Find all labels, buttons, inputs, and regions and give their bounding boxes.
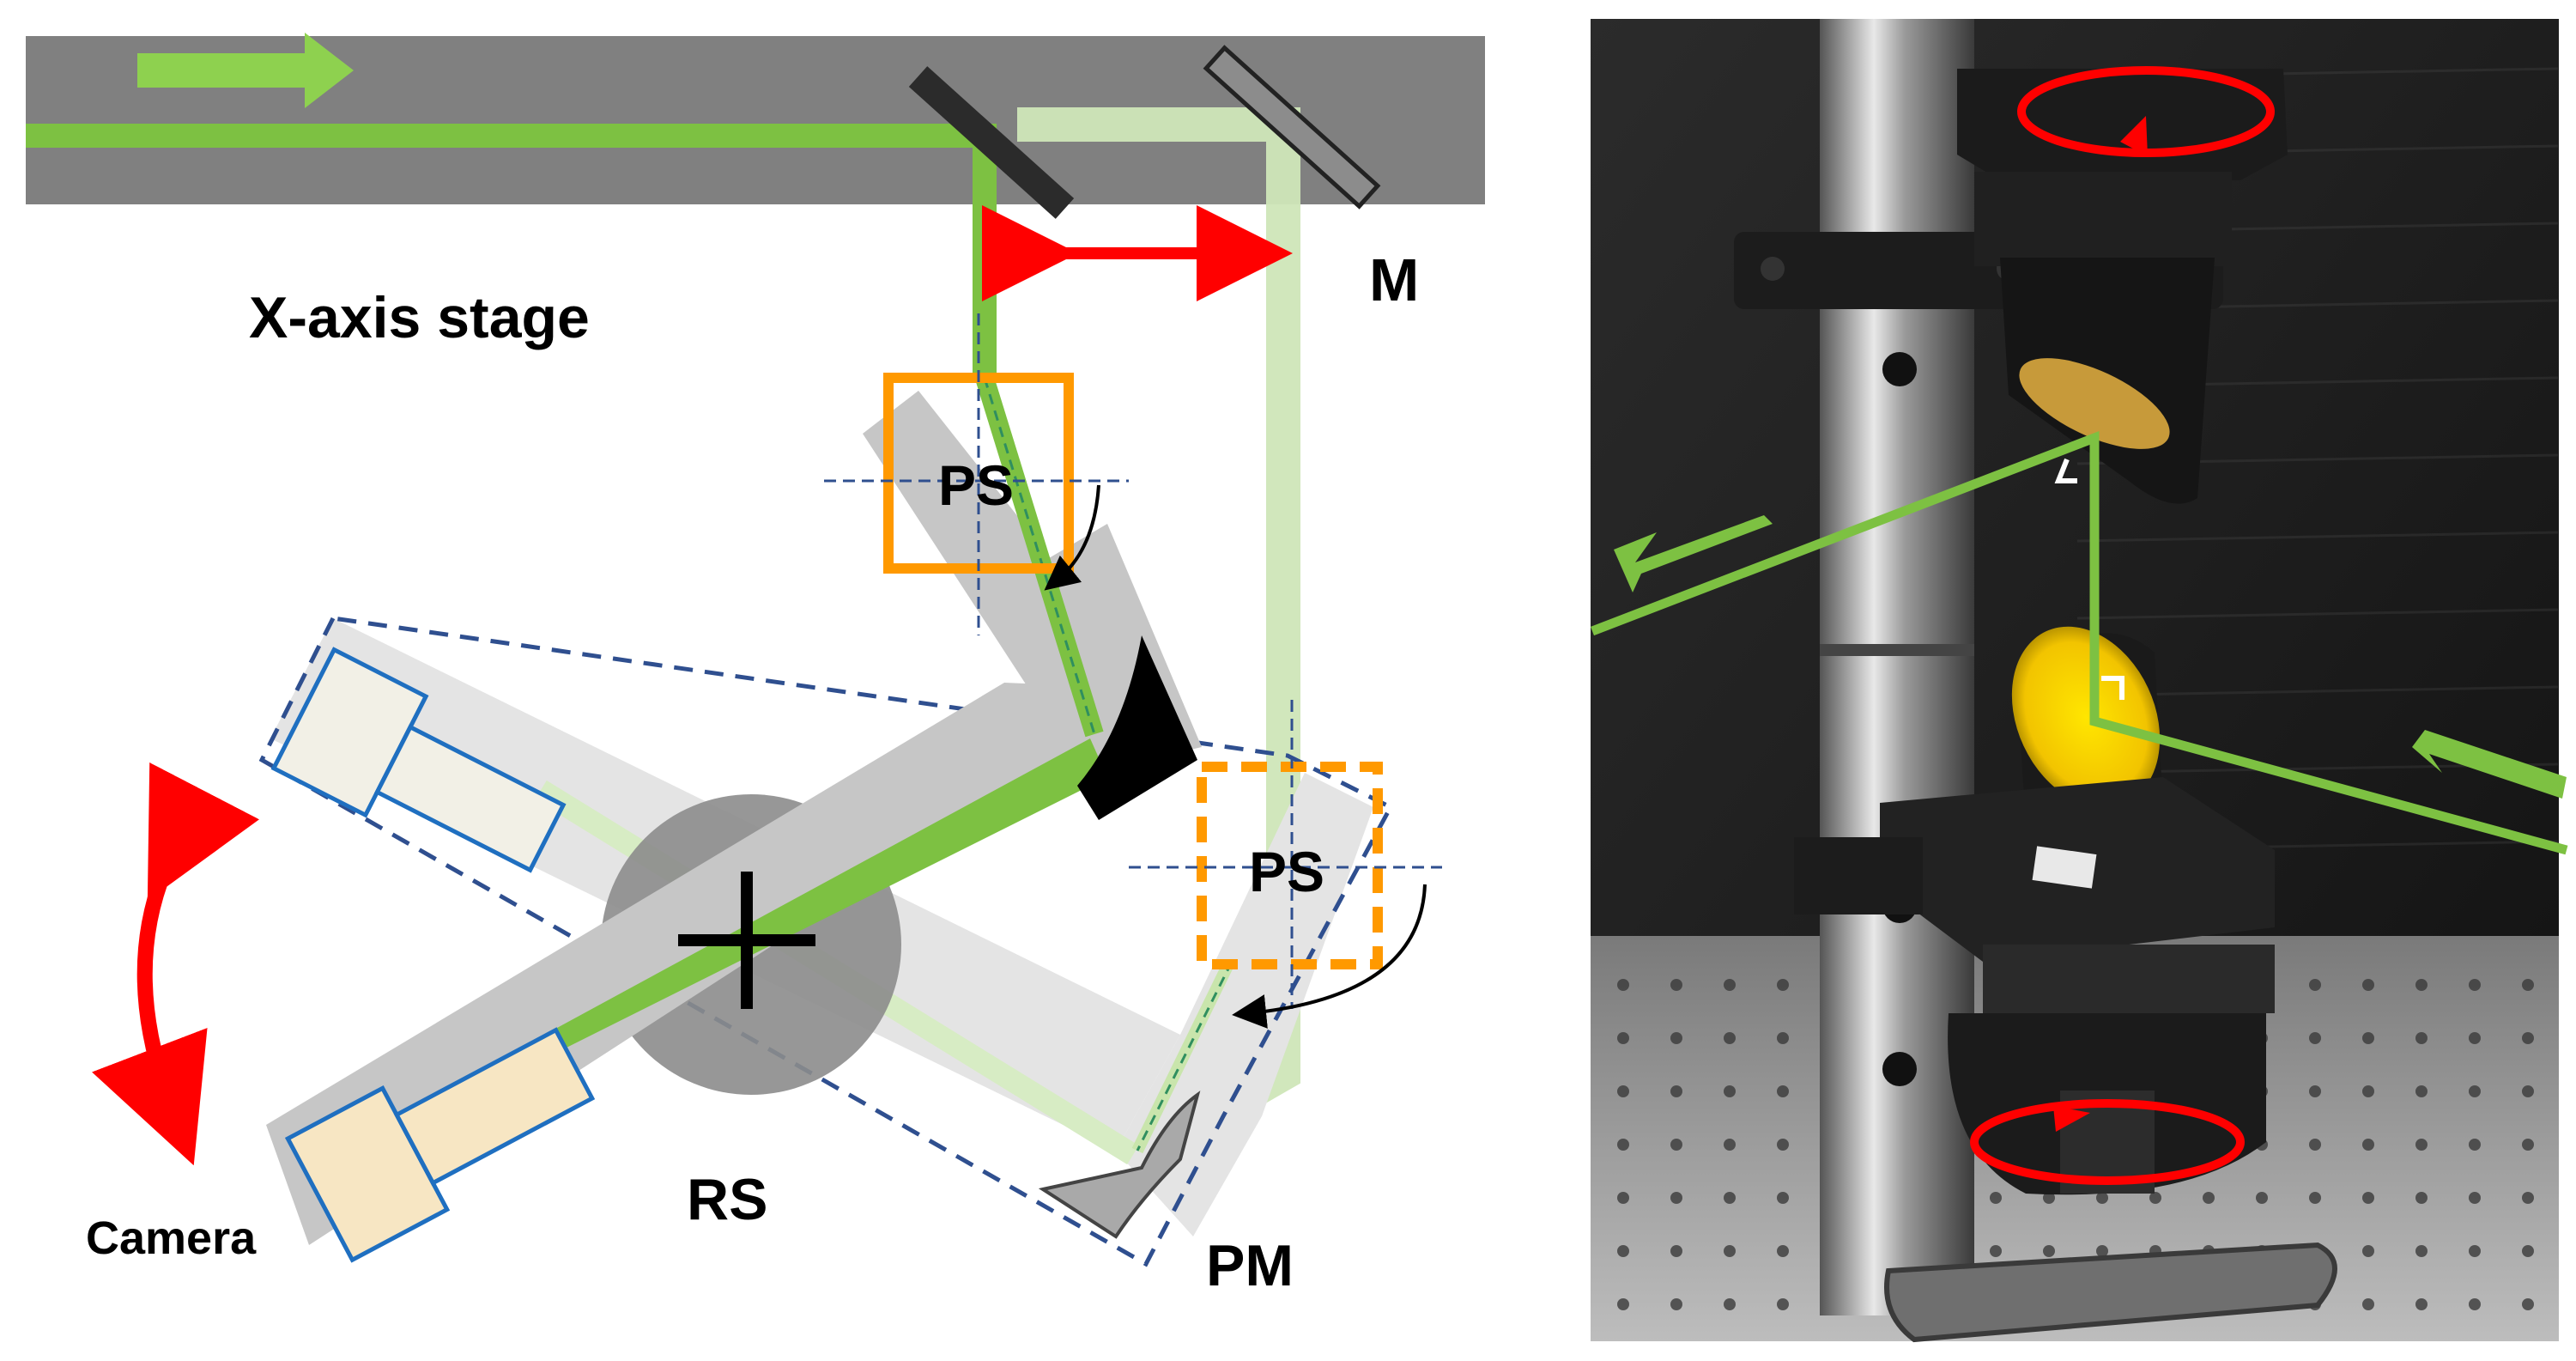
label-camera: Camera bbox=[86, 1212, 257, 1264]
post-base-clamp bbox=[1884, 1242, 2337, 1343]
mirror-fixed bbox=[908, 66, 1075, 219]
label-pm: PM bbox=[1206, 1233, 1294, 1298]
moved-arm-dashed-outline bbox=[258, 616, 1394, 1267]
label-x-axis-stage: X-axis stage bbox=[249, 285, 590, 350]
top-mirror-gold bbox=[2019, 358, 2170, 449]
photo-input-arrow bbox=[2412, 730, 2567, 799]
label-mirror-m: M bbox=[1369, 246, 1419, 313]
photo-beam-path bbox=[1591, 430, 2568, 855]
moved-arm-optic-axis-dashed bbox=[1136, 961, 1233, 1151]
bottom-rotation-indicator bbox=[1970, 1099, 2245, 1185]
top-rotation-knob bbox=[1957, 69, 2288, 180]
post-rod bbox=[1820, 19, 1974, 1315]
bottom-mount-stage-layer bbox=[1983, 945, 2275, 1013]
label-rotation-stage: RS bbox=[687, 1167, 767, 1232]
top-rotation-indicator-arrowhead bbox=[2120, 116, 2148, 156]
periscope-moved: PS bbox=[1129, 700, 1442, 1029]
post-rod-hole bbox=[1882, 352, 1917, 386]
periscope-top-rotation-arrow bbox=[1044, 484, 1100, 591]
input-direction-arrow bbox=[137, 33, 354, 108]
photo-output-arrow bbox=[1614, 515, 1773, 592]
camera-moved bbox=[270, 647, 567, 873]
bottom-mirror-yellow bbox=[2011, 626, 2161, 808]
periscope-top: PS bbox=[824, 313, 1129, 635]
parabolic-mirror-pm bbox=[1038, 1091, 1201, 1239]
periscope-moved-rotation-arrow bbox=[1232, 884, 1427, 1029]
post-rod-joint bbox=[1820, 644, 1974, 656]
schematic-diagram: X-axis stage M bbox=[26, 33, 1485, 1298]
post-rod-hole bbox=[1882, 1052, 1917, 1086]
top-mount-screw bbox=[1761, 257, 1785, 281]
main-arm-upper-limb bbox=[863, 391, 1193, 803]
bottom-mount-label-sticker bbox=[2032, 846, 2097, 889]
bottom-rotation-indicator-arrowhead bbox=[2053, 1106, 2090, 1132]
photo-right-angle-mark-bottom bbox=[2101, 676, 2124, 700]
camera-main bbox=[284, 1027, 596, 1263]
periscope-moved-box bbox=[1197, 762, 1383, 969]
top-mount-collar bbox=[1974, 172, 2232, 266]
photo-panel bbox=[1591, 19, 2568, 1343]
bottom-mount-clamp-arm bbox=[1794, 837, 1923, 914]
photo-right-angle-mark-top bbox=[2054, 458, 2077, 483]
main-arm-group bbox=[266, 374, 1202, 1263]
mirror-m bbox=[1203, 45, 1381, 210]
label-ps-moved: PS bbox=[1249, 840, 1324, 903]
camera-moved-lens bbox=[374, 724, 567, 873]
label-ps-top: PS bbox=[938, 453, 1014, 517]
main-arm-beam-focus bbox=[536, 738, 1107, 1056]
parabolic-mirror-main bbox=[1077, 635, 1197, 820]
main-arm-optic-axis-dashed bbox=[983, 377, 1096, 735]
camera-main-lens bbox=[393, 1027, 596, 1187]
camera-swing-arrow bbox=[92, 762, 260, 1166]
